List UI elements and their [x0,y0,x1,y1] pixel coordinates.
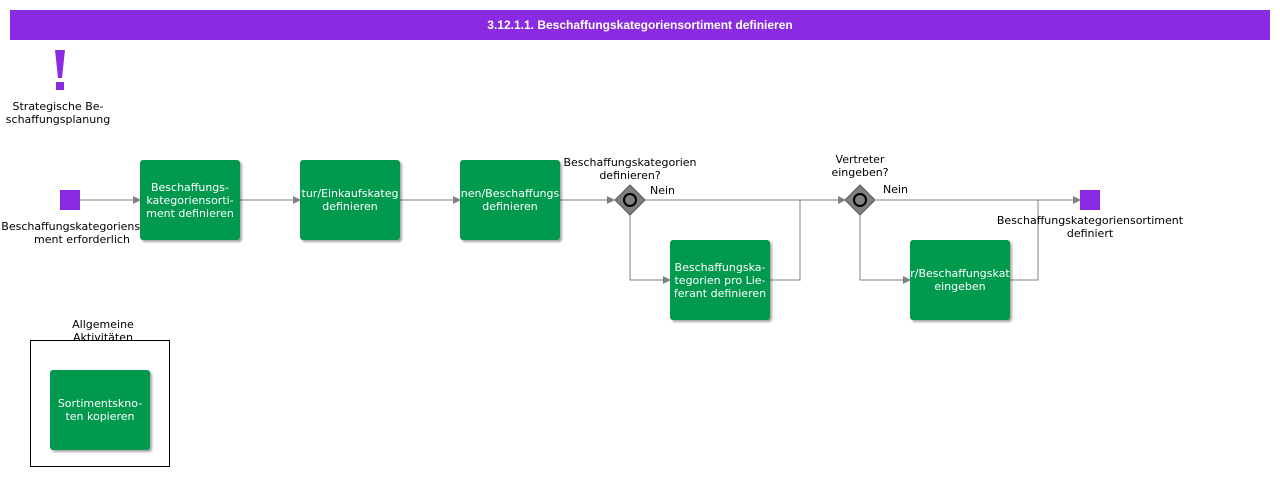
gateway-1-nein-label: Nein [650,184,676,197]
process-title: 3.12.1.1. Beschaffungskategoriensortimen… [487,18,793,32]
task-vertreter-eingeben[interactable]: r/Beschaffungskat eingeben [910,240,1010,320]
end-event-label: Beschaffungskategoriensortiment definier… [996,214,1184,240]
task-label: r/Beschaffungskat eingeben [910,267,1010,293]
gateway-1-question: Beschaffungskategorien definieren? [563,156,697,182]
task-beschaffungskategorien-definieren[interactable]: nen/Beschaffungs definieren [460,160,560,240]
flow-t5-to-end [1010,200,1039,281]
gateway-1[interactable] [614,184,646,216]
flow-t4-to-g2 [770,200,801,281]
task-label: nen/Beschaffungs definieren [460,187,560,213]
process-title-bar: 3.12.1.1. Beschaffungskategoriensortimen… [10,10,1270,40]
start-event[interactable] [60,190,80,210]
task-label: Sortimentskno- ten kopieren [57,397,143,423]
flow-g1-to-t4 [629,215,671,284]
task-label: Beschaffungska- tegorien pro Lie- ferant… [673,260,767,300]
task-label: Beschaffungs- kategoriensorti- ment defi… [146,180,234,220]
task-kategorien-pro-lieferant[interactable]: Beschaffungska- tegorien pro Lie- ferant… [670,240,770,320]
task-sortimentsknoten-kopieren[interactable]: Sortimentskno- ten kopieren [50,370,150,450]
exclamation-icon [55,50,65,90]
task-beschaffungskategoriensortiment-definieren[interactable]: Beschaffungs- kategoriensorti- ment defi… [140,160,240,240]
end-event[interactable] [1080,190,1100,210]
start-event-label: Beschaffungskategoriensorti- ment erford… [1,220,163,246]
task-einkaufskategorien-definieren[interactable]: tur/Einkaufskateg definieren [300,160,400,240]
gateway-2[interactable] [844,184,876,216]
gateway-2-question: Vertreter eingeben? [831,153,889,179]
sequence-flows [80,196,1081,284]
task-label: tur/Einkaufskateg definieren [301,187,399,213]
gateway-2-nein-label: Nein [883,183,909,196]
group-label: Allgemeine Aktivitäten [72,318,134,340]
flow-g2-to-t5 [859,215,911,284]
trigger-label: Strategische Be- schaffungsplanung [5,100,111,126]
